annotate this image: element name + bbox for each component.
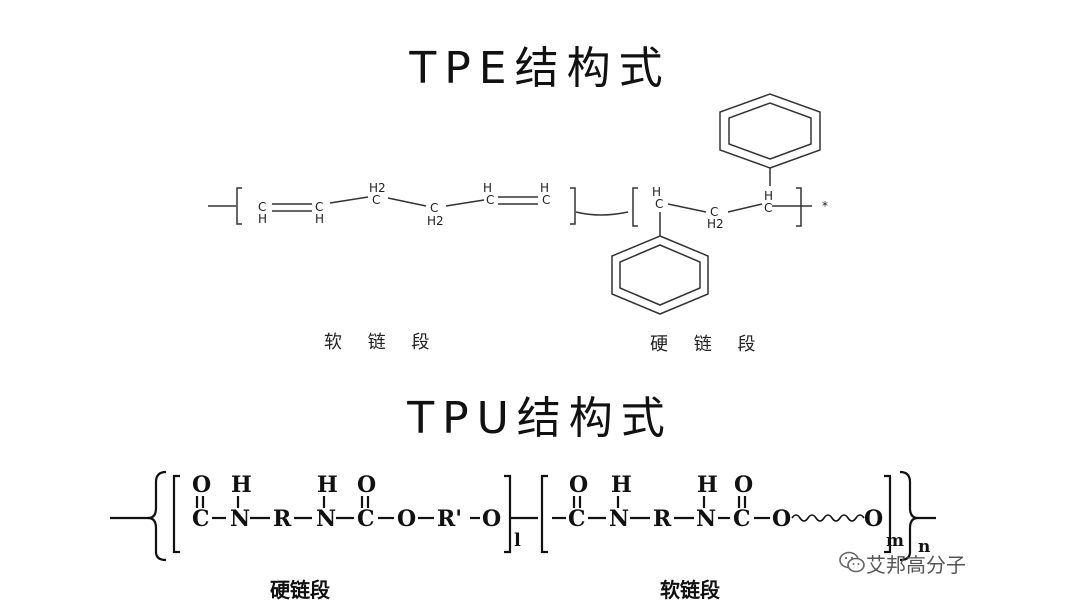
tpe-atom-h2: H bbox=[315, 212, 324, 226]
tpu-title: TPU结构式 bbox=[407, 393, 673, 444]
tpe-atom-c7: C bbox=[655, 197, 663, 211]
tpe-atom-h8: H2 bbox=[707, 217, 724, 231]
tpe-atom-h9: H bbox=[764, 189, 773, 203]
tpu-atom-b2h: H bbox=[611, 472, 632, 498]
tpu-atom-b7: O bbox=[864, 506, 883, 532]
tpe-star: * bbox=[822, 199, 828, 213]
tpe-atom-c9: C bbox=[764, 201, 772, 215]
tpu-atom-b1: C bbox=[568, 506, 586, 532]
tpe-atom-h1: H bbox=[258, 212, 267, 226]
tpu-sub-n: n bbox=[918, 537, 930, 557]
tpu-atom-b5: C bbox=[733, 506, 751, 532]
tpu-atom-a4h: H bbox=[317, 472, 338, 498]
tpu-atom-a4: N bbox=[316, 506, 336, 532]
tpu-atom-a1o: O bbox=[192, 472, 211, 498]
tpe-atom-c8: C bbox=[710, 205, 718, 219]
tpe-atom-h4: H2 bbox=[427, 214, 444, 228]
tpe-atom-h6: H bbox=[540, 181, 549, 195]
watermark-text: 艾邦高分子 bbox=[866, 553, 966, 577]
tpe-atom-h3: H2 bbox=[369, 181, 386, 195]
tpu-atom-a5: C bbox=[357, 506, 375, 532]
tpe-atom-c1: C bbox=[258, 200, 266, 214]
tpe-hard-caption: 硬 链 段 bbox=[650, 334, 766, 355]
tpu-atom-b1o: O bbox=[569, 472, 588, 498]
tpu-atom-a7: R' bbox=[437, 506, 462, 532]
tpu-atom-b4: N bbox=[696, 506, 716, 532]
tpu-atom-b2: N bbox=[609, 506, 629, 532]
tpe-atom-c3: C bbox=[372, 193, 380, 207]
tpu-sub-m: m bbox=[886, 531, 904, 551]
tpe-soft-caption: 软 链 段 bbox=[324, 332, 440, 353]
tpu-atom-a2: N bbox=[230, 506, 250, 532]
tpu-atom-a3: R bbox=[273, 506, 292, 532]
tpu-hard-caption: 硬链段 bbox=[270, 578, 330, 602]
tpu-atom-b4h: H bbox=[697, 472, 718, 498]
tpu-soft-caption: 软链段 bbox=[660, 578, 720, 602]
tpe-title: TPE结构式 bbox=[409, 43, 671, 94]
tpu-atom-a2h: H bbox=[231, 472, 252, 498]
tpu-atom-a8: O bbox=[482, 506, 501, 532]
tpe-atom-c6: C bbox=[542, 193, 550, 207]
tpu-atom-b3: R bbox=[653, 506, 672, 532]
tpu-sub-l: l bbox=[514, 530, 521, 551]
tpe-atom-c2: C bbox=[315, 200, 323, 214]
tpe-atom-c5: C bbox=[486, 193, 494, 207]
tpu-atom-a6: O bbox=[397, 506, 416, 532]
tpu-atom-a5o: O bbox=[357, 472, 376, 498]
tpu-atom-a1: C bbox=[192, 506, 210, 532]
tpu-atom-b6: O bbox=[772, 506, 791, 532]
tpe-atom-h7: H bbox=[652, 185, 661, 199]
tpu-atom-b5o: O bbox=[734, 472, 753, 498]
wechat-icon bbox=[839, 551, 865, 573]
tpe-atom-c4: C bbox=[430, 201, 438, 215]
tpe-atom-h5: H bbox=[483, 181, 492, 195]
